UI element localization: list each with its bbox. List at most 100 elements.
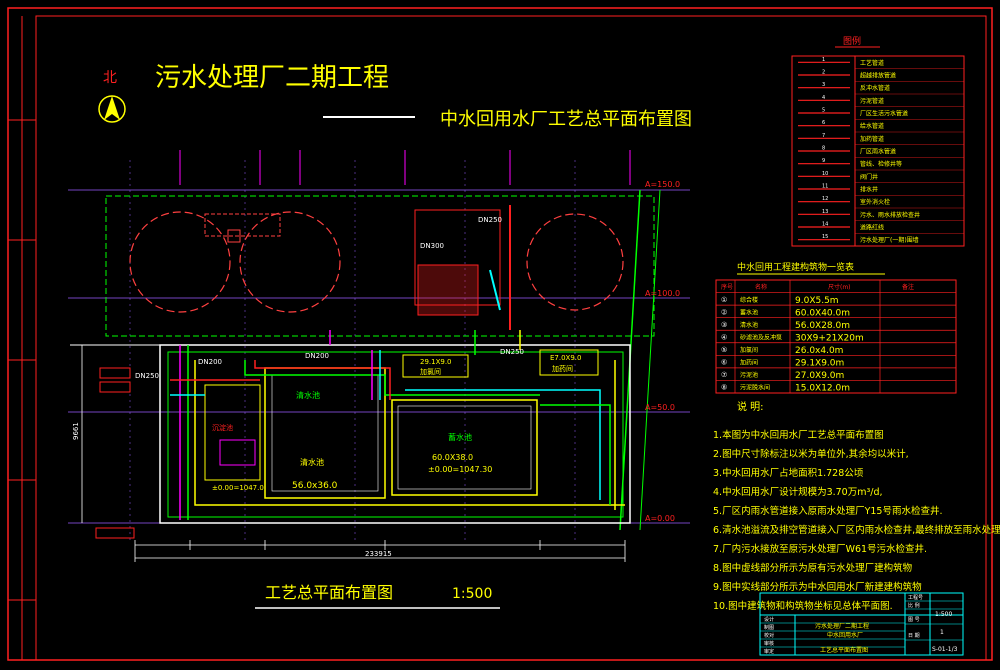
legend-item-name: 加药管道 <box>860 135 884 143</box>
sand-filter <box>402 354 469 378</box>
tb-right-label: 图 号 <box>908 617 920 623</box>
new-plant-boundary <box>159 344 631 524</box>
note-line: 1.本图为中水回用水厂工艺总平面布置图 <box>713 429 884 441</box>
sludge-size: E7.0X9.0 <box>550 354 581 362</box>
table-cell-name: 清水池 <box>740 321 758 329</box>
legend-item-name: 道路红线 <box>860 224 884 232</box>
new-plant-fence <box>167 351 624 518</box>
table-cell-size: 60.0X40.0m <box>795 308 850 318</box>
pipe-cyan-1 <box>489 269 501 311</box>
tb-number: S-01-1/3 <box>932 646 958 653</box>
tb-row-lines <box>760 600 963 648</box>
note-line: 2.图中尺寸除标注以米为单位外,其余均以米计, <box>713 448 909 460</box>
table-header-no: 序号 <box>721 283 733 291</box>
existing-box <box>227 229 241 243</box>
bottom-dim-total: 233915 <box>365 550 392 558</box>
pipe-label-5: DN250 <box>135 372 159 380</box>
notes-title: 说 明: <box>737 400 764 413</box>
grit-chamber <box>219 439 256 466</box>
reservoir <box>391 399 538 496</box>
legend-item-name: 排水井 <box>860 186 878 194</box>
table-cell-name: 污泥脱水间 <box>740 384 770 392</box>
left-red-markers <box>70 344 160 539</box>
legend-item-no: 3 <box>822 82 825 88</box>
left-dim-total: 9661 <box>72 422 80 440</box>
legend-item-no: 14 <box>822 222 828 228</box>
note-line: 5.厂区内雨水管道接入原雨水处理厂Y15号雨水检查井. <box>713 505 942 517</box>
reservoir-inner <box>397 405 532 490</box>
tb-left-label: 审核 <box>764 640 774 647</box>
legend-item: 12 室外消火栓 <box>798 195 964 206</box>
note-line: 4.中水回用水厂设计规模为3.70万m³/d, <box>713 486 883 498</box>
drawing-title: 中水回用水厂工艺总平面布置图 <box>440 109 692 130</box>
legend-item: 10 阀门井 <box>798 169 964 181</box>
pump-label: 清水池 <box>300 457 324 467</box>
legend-item: 15 污水处理厂(一期)围墙 <box>798 233 964 244</box>
table-grid <box>716 280 956 393</box>
table-cell-size: 9.0X5.5m <box>795 296 839 306</box>
tb-right-label: 比 例 <box>908 602 920 609</box>
legend-item-no: 15 <box>822 234 828 240</box>
existing-building <box>204 213 281 237</box>
existing-tank-1 <box>129 211 231 313</box>
north-label: 北 <box>103 70 117 86</box>
pipe-label-4: DN200 <box>305 352 329 360</box>
legend-item-no: 8 <box>822 146 825 152</box>
pipe-label-2: DN250 <box>500 348 524 356</box>
inner-frame <box>35 15 987 661</box>
table-header-note: 备注 <box>902 283 914 291</box>
table-cell-size: 26.0x4.0m <box>795 346 843 356</box>
legend-item-no: 5 <box>822 108 825 114</box>
legend-item-no: 9 <box>822 158 825 164</box>
tb-right-label: 日 期 <box>908 633 920 639</box>
table-cell-no: ① <box>721 296 727 304</box>
table-cell-size: 30X9+21X20m <box>795 334 864 344</box>
clear-pool <box>264 367 386 499</box>
building-table-title: 中水回用工程建构筑物一览表 <box>737 261 854 273</box>
legend-item-name: 管线、检修井等 <box>860 160 902 168</box>
sand-filter-size: 29.1X9.0 <box>420 358 452 366</box>
legend-item-no: 10 <box>822 171 828 177</box>
note-line: 10.图中建筑物和构筑物坐标见总体平面图. <box>713 600 893 612</box>
legend-item-name: 污水处理厂(一期)围墙 <box>860 236 919 244</box>
sludge-sub: 加药间 <box>552 364 573 373</box>
top-dimension-ticks <box>179 150 631 185</box>
clear-pool-inner <box>271 374 379 492</box>
road-edge-2 <box>639 189 661 531</box>
tb-sheet: 1 <box>940 629 944 636</box>
table-cell-name: 加氯间 <box>740 346 758 354</box>
legend-item-name: 工艺管道 <box>860 59 884 67</box>
north-arrow-icon <box>104 96 120 120</box>
note-line: 9.图中实线部分所示为中水回用水厂新建建构筑物 <box>713 581 922 593</box>
legend-item-name: 阀门井 <box>860 173 878 181</box>
legend-item-no: 12 <box>822 196 828 202</box>
legend-item-name: 厂区雨水管道 <box>860 148 896 156</box>
table-cell-size: 15.0X12.0m <box>795 384 850 394</box>
note-line: 6.清水池溢流及排空管道接入厂区内雨水检查井,最终排放至雨水处理厂Y15号井. <box>713 524 1000 536</box>
legend-item-name: 污泥管道 <box>860 97 884 105</box>
table-cell-name: 污泥池 <box>740 371 758 379</box>
pipe-label-3: DN200 <box>198 358 222 366</box>
tb-sub-project: 中水回用水厂 <box>827 631 863 639</box>
pipe-label-6: DN300 <box>420 242 444 250</box>
bottom-dim-ticks <box>134 540 626 562</box>
legend-item-no: 1 <box>822 57 825 63</box>
pipelines <box>170 330 625 520</box>
elevation-50: A=50.0 <box>645 403 675 412</box>
legend-item-name: 超越排放管道 <box>860 72 896 80</box>
existing-tank-2 <box>239 211 341 313</box>
legend-item-name: 室外消火栓 <box>860 198 890 206</box>
sand-filter-sub: 加氯间 <box>420 367 441 376</box>
clear-pool-name: 清水池 <box>296 390 320 400</box>
